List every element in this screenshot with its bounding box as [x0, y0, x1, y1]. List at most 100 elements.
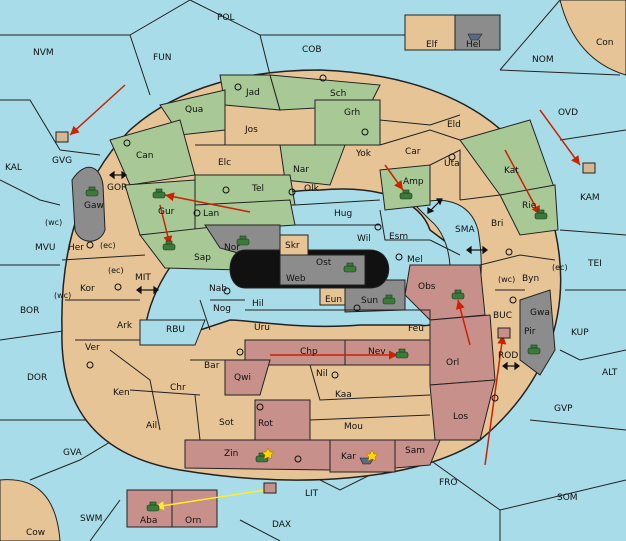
land-label-yok[interactable]: Yok [355, 149, 372, 159]
land-label-nar[interactable]: Nar [293, 165, 309, 175]
land-label-sam[interactable]: Sam [405, 446, 425, 456]
land-label-ken[interactable]: Ken [113, 388, 130, 398]
land-label-elc[interactable]: Elc [218, 158, 231, 168]
tank-icon[interactable] [152, 191, 166, 199]
land-label-bri[interactable]: Bri [491, 219, 503, 229]
land-label-eun[interactable]: Eun [325, 295, 342, 305]
land-label-pir[interactable]: Pir [524, 327, 536, 337]
region-nar[interactable] [279, 144, 346, 186]
tank-icon[interactable] [146, 504, 160, 512]
sea-label-kup[interactable]: KUP [571, 328, 589, 338]
sea-label-kal[interactable]: KAL [5, 163, 22, 173]
sea-label-gvg[interactable]: GVG [52, 156, 72, 166]
sea-label-alt[interactable]: ALT [602, 368, 618, 378]
sea-label-bor[interactable]: BOR [20, 306, 39, 316]
land-label-nor[interactable]: Nor [224, 243, 240, 253]
land-label-chr[interactable]: Chr [170, 383, 186, 393]
land-label-kor[interactable]: Kor [80, 284, 95, 294]
land-label-ark[interactable]: Ark [117, 321, 133, 331]
land-label-ost[interactable]: Ost [316, 258, 332, 268]
sea-label-rbu[interactable]: RBU [166, 325, 185, 335]
sea-label-mvu[interactable]: MVU [35, 243, 56, 253]
land-label-nog[interactable]: Nog [213, 304, 231, 314]
land-label-elf[interactable]: Elf [426, 40, 438, 50]
region-orl[interactable] [429, 314, 496, 386]
land-label-tel[interactable]: Tel [251, 184, 264, 194]
land-label-sot[interactable]: Sot [219, 418, 234, 428]
tank-icon[interactable] [382, 297, 396, 305]
land-label-rie[interactable]: Rie [522, 201, 537, 211]
land-label-gwa[interactable]: Gwa [530, 308, 550, 318]
land-label-eld[interactable]: Eld [447, 120, 461, 130]
sea-label-con[interactable]: Con [596, 38, 614, 48]
land-label-mel[interactable]: Mel [407, 255, 423, 265]
region-qwi[interactable] [224, 359, 271, 396]
sea-label-fro[interactable]: FRO [439, 478, 458, 488]
tank-icon[interactable] [162, 243, 176, 251]
sea-label-dor[interactable]: DOR [27, 373, 47, 383]
land-label-ail[interactable]: Ail [146, 421, 157, 431]
region-grh[interactable] [314, 99, 381, 146]
land-label-wil[interactable]: Wil [357, 234, 371, 244]
land-label-los[interactable]: Los [453, 412, 468, 422]
land-label-zin[interactable]: Zin [224, 449, 238, 459]
land-label-olk[interactable]: Olk [304, 184, 320, 194]
land-label-skr[interactable]: Skr [285, 241, 300, 251]
sea-label-tei[interactable]: TEI [587, 259, 602, 269]
land-label-esm[interactable]: Esm [389, 232, 408, 242]
land-label-her[interactable]: Her [68, 243, 84, 253]
tank-icon[interactable] [451, 292, 465, 300]
land-label-jad[interactable]: Jad [245, 88, 260, 98]
ship-icon[interactable] [467, 33, 483, 41]
region-amp[interactable] [379, 164, 431, 211]
land-label-nev[interactable]: Nev [368, 347, 386, 357]
land-label-orn[interactable]: Orn [185, 516, 201, 526]
land-label-nil[interactable]: Nil [316, 369, 328, 379]
land-label-sch[interactable]: Sch [330, 89, 346, 99]
tank-icon[interactable] [399, 192, 413, 200]
sea-label-mit[interactable]: MIT [135, 273, 151, 283]
land-label-amp[interactable]: Amp [403, 177, 424, 187]
land-label-gaw[interactable]: Gaw [84, 201, 104, 211]
land-label-hug[interactable]: Hug [334, 209, 352, 219]
land-label-aba[interactable]: Aba [140, 516, 157, 526]
land-label-hel[interactable]: Hel [466, 40, 481, 50]
region-orn[interactable] [171, 489, 218, 528]
tank-icon[interactable] [534, 212, 548, 220]
sea-label-gor[interactable]: GOR [107, 183, 127, 193]
region-gaw[interactable] [71, 167, 106, 242]
land-label-qua[interactable]: Qua [185, 105, 203, 115]
region-nev[interactable] [344, 339, 431, 366]
sea-label-ovd[interactable]: OVD [558, 108, 578, 118]
sea-label-nom[interactable]: NOM [532, 55, 554, 65]
sea-label-kam[interactable]: KAM [580, 193, 600, 203]
sea-label-fun[interactable]: FUN [153, 53, 172, 63]
land-label-gur[interactable]: Gur [158, 207, 175, 217]
region-zin[interactable] [184, 439, 331, 471]
sea-label-som[interactable]: SOM [557, 493, 578, 503]
sea-label-gva[interactable]: GVA [63, 448, 83, 458]
sea-label-nvm[interactable]: NVM [33, 48, 54, 58]
land-label-kar[interactable]: Kar [341, 452, 356, 462]
tank-icon[interactable] [395, 351, 409, 359]
land-label-sap[interactable]: Sap [194, 253, 211, 263]
land-label-orl[interactable]: Orl [446, 358, 459, 368]
land-label-web[interactable]: Web [286, 274, 306, 284]
land-label-obs[interactable]: Obs [418, 282, 436, 292]
region-sam[interactable] [394, 439, 441, 469]
sea-label-cob[interactable]: COB [302, 45, 322, 55]
sea-label-buc[interactable]: BUC [493, 311, 512, 321]
region-rie[interactable] [499, 184, 559, 236]
region-los[interactable] [429, 379, 496, 441]
sea-label-cow[interactable]: Cow [26, 528, 45, 538]
region-elf[interactable] [404, 14, 456, 51]
land-label-rot[interactable]: Rot [258, 419, 273, 429]
land-label-car[interactable]: Car [405, 147, 421, 157]
land-label-hil[interactable]: Hil [252, 299, 264, 309]
land-label-uta[interactable]: Uta [444, 159, 460, 169]
land-label-bar[interactable]: Bar [204, 361, 220, 371]
land-label-can[interactable]: Can [136, 151, 154, 161]
land-label-uru[interactable]: Uru [254, 323, 270, 333]
land-label-chp[interactable]: Chp [300, 347, 318, 357]
